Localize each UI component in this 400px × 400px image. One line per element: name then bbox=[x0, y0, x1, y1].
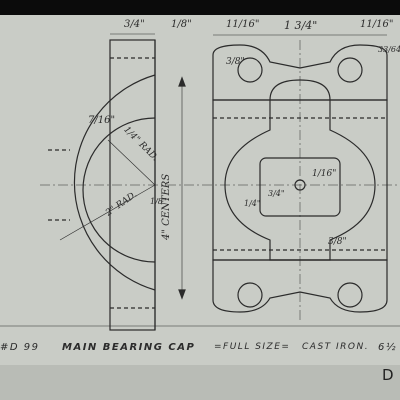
hole-left-dim: 3/8" bbox=[226, 57, 245, 67]
radius-leader-outer bbox=[59, 184, 156, 241]
outer-arc bbox=[73, 74, 156, 291]
bottom-left-hole bbox=[237, 282, 263, 308]
top-left-hole bbox=[237, 57, 263, 83]
centers-dim: 4" CENTERS bbox=[161, 173, 172, 240]
top-right-hole bbox=[337, 57, 363, 83]
boss-inner-dim: 1/4" bbox=[244, 199, 261, 208]
boss-small-dim: 3/4" bbox=[268, 189, 285, 198]
hole-right-dim: 33/64" bbox=[378, 45, 400, 54]
radius-leader-inner bbox=[107, 139, 156, 186]
paper-background bbox=[0, 15, 400, 370]
material-label: CAST IRON. bbox=[302, 342, 370, 352]
inner-arc bbox=[82, 117, 156, 263]
stamp-letter: D bbox=[382, 366, 394, 384]
flange-thickness-dim: 1/8" bbox=[171, 19, 192, 30]
boss-height-dim: 1/16" bbox=[312, 169, 337, 179]
centers-arrow-top bbox=[178, 76, 186, 87]
top-center-span-dim: 1 3/4" bbox=[284, 19, 318, 32]
side-view bbox=[40, 33, 400, 331]
part-name: MAIN BEARING CAP bbox=[62, 342, 196, 353]
scale-label: =FULL SIZE= bbox=[214, 342, 291, 352]
bottom-right-hole bbox=[337, 282, 363, 308]
paper-lower-strip bbox=[0, 365, 400, 400]
bottom-ear bbox=[212, 259, 388, 313]
flange-width-dim: 3/4" bbox=[124, 19, 145, 30]
centers-arrow-bot bbox=[178, 289, 186, 300]
lower-flange-dim: 3/8" bbox=[328, 237, 347, 247]
plan-view bbox=[212, 34, 388, 320]
wall-dim: 7/16" bbox=[88, 115, 116, 126]
top-right-offset-dim: 11/16" bbox=[360, 19, 394, 30]
sheet-code: 6½ bbox=[378, 342, 398, 353]
small-thickness-dim: 1/8" bbox=[150, 197, 167, 206]
drawing-number: #D 99 bbox=[0, 342, 40, 353]
top-ear bbox=[212, 44, 388, 101]
central-boss bbox=[224, 79, 376, 261]
top-left-offset-dim: 11/16" bbox=[226, 19, 260, 30]
